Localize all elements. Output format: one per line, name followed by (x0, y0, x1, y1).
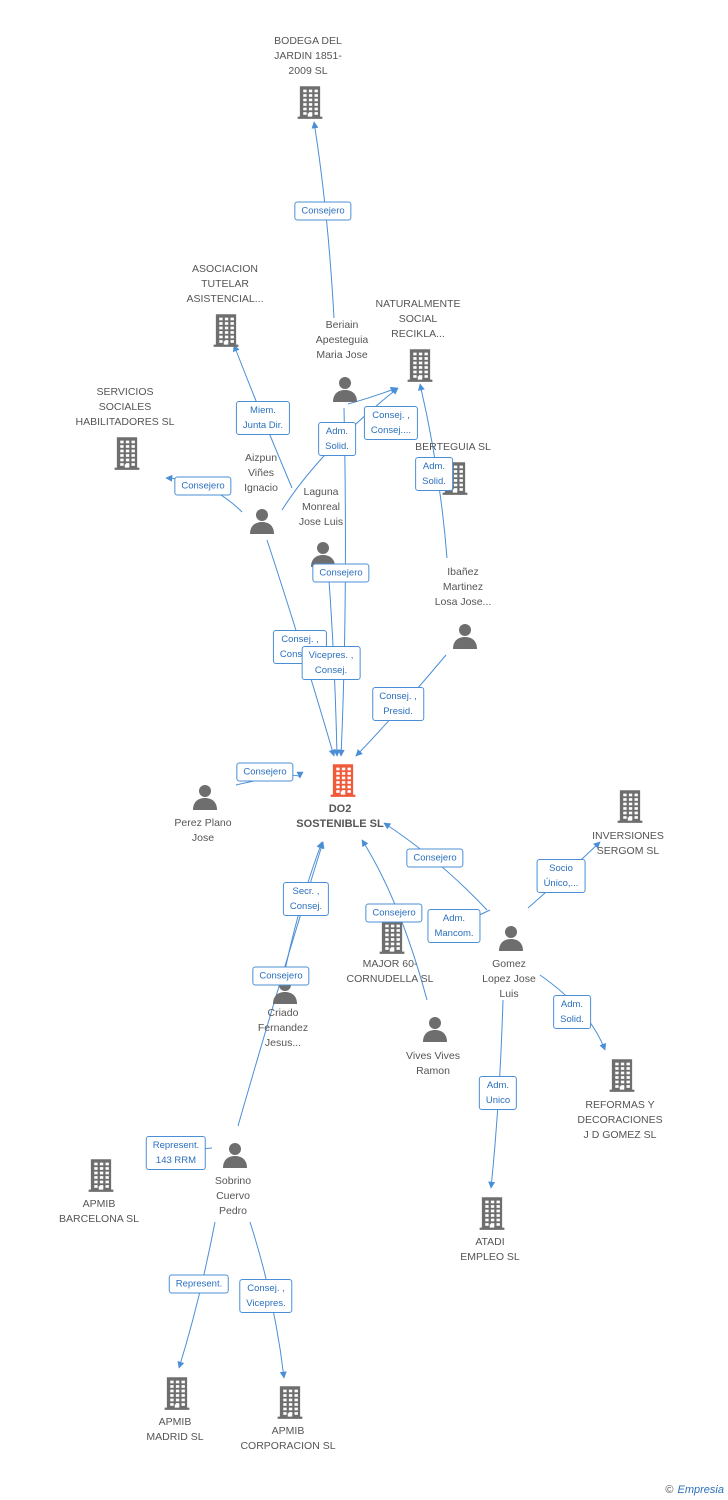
edge-label[interactable]: Consejero (406, 848, 464, 868)
node-label-beriain[interactable]: Beriain Apesteguia Maria Jose (315, 319, 369, 361)
building-icon[interactable] (616, 788, 644, 829)
edge-label[interactable]: Consej. , Vicepres. (239, 1279, 293, 1313)
node-label-inversiones[interactable]: INVERSIONES SERGOM SL (592, 830, 664, 857)
building-icon[interactable] (113, 435, 141, 476)
node-label-do2[interactable]: DO2 SOSTENIBLE SL (296, 803, 384, 830)
building-icon[interactable] (296, 84, 324, 125)
node-label-apmib_bcn[interactable]: APMIB BARCELONA SL (59, 1198, 139, 1225)
building-icon[interactable] (87, 1157, 115, 1198)
edge-label[interactable]: Consejero (252, 966, 310, 986)
node-label-apmib_corp[interactable]: APMIB CORPORACION SL (240, 1425, 336, 1452)
edge-label[interactable]: Vicepres. , Consej. (301, 646, 361, 680)
node-label-ibanez[interactable]: Ibañez Martinez Losa Jose... (434, 566, 492, 608)
node-label-aizpun[interactable]: Aizpun Viñes Ignacio (244, 452, 278, 494)
edge-label[interactable]: Consej. , Presid. (372, 687, 424, 721)
node-label-laguna[interactable]: Laguna Monreal Jose Luis (298, 486, 344, 528)
building-icon[interactable] (406, 347, 434, 388)
node-label-bodega[interactable]: BODEGA DEL JARDIN 1851- 2009 SL (274, 35, 342, 77)
edge-label[interactable]: Consejero (294, 201, 352, 221)
edge-label[interactable]: Adm. Unico (478, 1076, 518, 1110)
edge-sobrino-apmib_mad (177, 1221, 216, 1369)
edge-label[interactable]: Represent. 143 RRM (145, 1136, 207, 1170)
edge-label[interactable]: Secr. , Consej. (282, 882, 330, 916)
edge-label[interactable]: Adm. Solid. (415, 457, 453, 491)
node-label-criado[interactable]: Criado Fernandez Jesus... (257, 1007, 309, 1049)
footer-brand[interactable]: ©Empresia (665, 1484, 724, 1496)
brand-name: Empresia (677, 1484, 724, 1496)
node-label-perez[interactable]: Perez Plano Jose (174, 817, 232, 844)
edge-label[interactable]: Consej. , Consej.... (363, 406, 419, 440)
edge-label[interactable]: Consejero (174, 476, 232, 496)
building-icon[interactable] (163, 1375, 191, 1416)
building-icon[interactable] (378, 919, 406, 960)
copyright-symbol: © (665, 1484, 674, 1496)
node-label-vives[interactable]: Vives Vives Ramon (406, 1050, 460, 1077)
node-label-naturalmente[interactable]: NATURALMENTE SOCIAL RECIKLA... (375, 298, 461, 340)
edge-label[interactable]: Represent. (168, 1274, 230, 1294)
person-icon[interactable] (191, 782, 219, 815)
node-label-major[interactable]: MAJOR 60- CORNUDELLA SL (346, 958, 434, 985)
person-icon[interactable] (248, 506, 276, 539)
building-icon[interactable] (478, 1195, 506, 1236)
building-icon[interactable] (608, 1057, 636, 1098)
building-icon[interactable] (329, 762, 357, 803)
person-icon[interactable] (421, 1014, 449, 1047)
node-label-apmib_mad[interactable]: APMIB MADRID SL (146, 1416, 204, 1443)
edge-beriain-do2 (337, 407, 346, 757)
building-icon[interactable] (212, 312, 240, 353)
node-label-atadi[interactable]: ATADI EMPLEO SL (460, 1236, 520, 1263)
edge-label[interactable]: Adm. Solid. (318, 422, 356, 456)
person-icon[interactable] (331, 374, 359, 407)
edge-label[interactable]: Consejero (365, 903, 423, 923)
edge-label[interactable]: Consejero (312, 563, 370, 583)
node-label-berteguia[interactable]: BERTEGUIA SL (415, 441, 491, 453)
edge-label[interactable]: Adm. Solid. (553, 995, 591, 1029)
person-icon[interactable] (451, 621, 479, 654)
node-label-reformas[interactable]: REFORMAS Y DECORACIONES J D GOMEZ SL (577, 1099, 663, 1141)
edge-label[interactable]: Consejero (236, 762, 294, 782)
building-icon[interactable] (276, 1384, 304, 1425)
node-label-gomez[interactable]: Gomez Lopez Jose Luis (482, 958, 536, 1000)
edge-label[interactable]: Socio Único,... (536, 859, 586, 893)
node-label-sobrino[interactable]: Sobrino Cuervo Pedro (214, 1175, 252, 1217)
node-label-asociacion[interactable]: ASOCIACION TUTELAR ASISTENCIAL... (186, 263, 264, 305)
person-icon[interactable] (497, 923, 525, 956)
edge-label[interactable]: Miem. Junta Dir. (235, 401, 291, 435)
node-label-servicios[interactable]: SERVICIOS SOCIALES HABILITADORES SL (75, 386, 175, 428)
person-icon[interactable] (221, 1140, 249, 1173)
edge-label[interactable]: Adm. Mancom. (427, 909, 481, 943)
